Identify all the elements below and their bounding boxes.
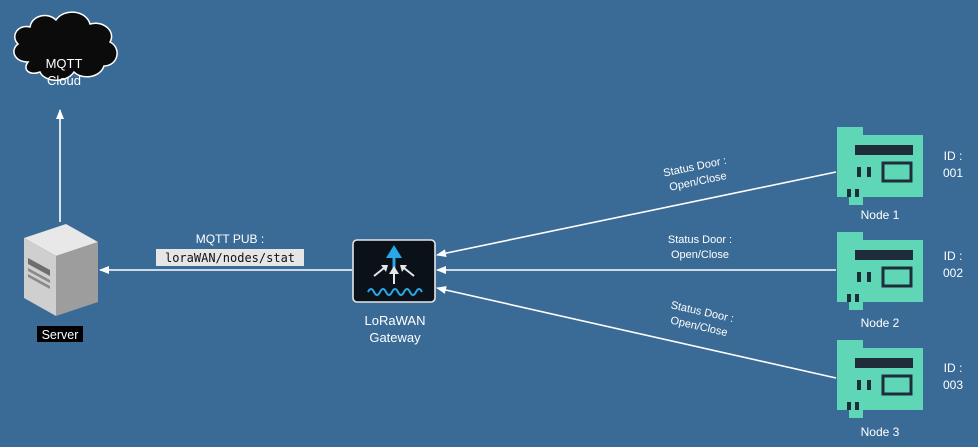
node-id-value: 001 [943, 166, 963, 180]
server-icon [24, 224, 98, 316]
node-name: Node 1 [861, 208, 900, 222]
node-id-label: ID : [944, 249, 963, 263]
node-2: Node 2 ID : 002 [835, 230, 963, 330]
link-label-line2: Open/Close [671, 249, 729, 261]
mqtt-topic: loraWAN/nodes/stat [165, 251, 295, 265]
node-1: Node 1 ID : 001 [835, 125, 963, 222]
gateway-label-line1: LoRaWAN [365, 313, 426, 328]
link-label-node2: Status Door : Open/Close [668, 234, 732, 261]
node-3: Node 3 ID : 003 [835, 338, 963, 439]
node3-link-arrow [436, 286, 837, 379]
circuit-board-icon [835, 338, 925, 420]
mqtt-pub-label: MQTT PUB : [196, 232, 264, 246]
cloud-label-line1: MQTT [46, 56, 83, 71]
node-id-value: 002 [943, 266, 963, 280]
node-name: Node 2 [861, 316, 900, 330]
circuit-board-icon [835, 125, 925, 207]
circuit-board-icon [835, 230, 925, 312]
cloud-icon [13, 11, 118, 81]
link-label-node3: Status Door : Open/Close [669, 299, 735, 339]
server-label: Server [42, 328, 79, 342]
link-label-node1: Status Door : Open/Close [662, 155, 727, 194]
gateway-label-line2: Gateway [369, 330, 421, 345]
link-label-line1: Status Door : [668, 234, 732, 246]
node-id-label: ID : [944, 149, 963, 163]
cloud-label-line2: Cloud [47, 73, 81, 88]
node-id-value: 003 [943, 378, 963, 392]
node1-link-arrow [436, 171, 837, 258]
gateway-icon [352, 239, 436, 303]
server-label-bg [37, 326, 83, 342]
node-id-label: ID : [944, 361, 963, 375]
node-name: Node 3 [861, 425, 900, 439]
mqtt-topic-bg [156, 249, 304, 266]
